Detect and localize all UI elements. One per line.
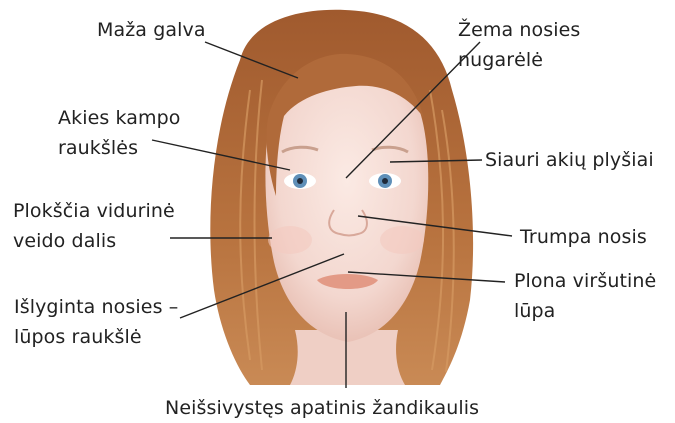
label-underdeveloped-jaw: Neišsivystęs apatinis žandikaulis (165, 393, 479, 423)
label-smooth-philtrum: Išlyginta nosies – lūpos raukšlė (14, 292, 178, 352)
label-epicanthal-folds: Akies kampo raukšlės (58, 103, 181, 163)
label-short-nose: Trumpa nosis (520, 222, 647, 252)
label-flat-midface: Plokščia vidurinė veido dalis (13, 196, 175, 256)
label-thin-upper-lip: Plona viršutinė lūpa (514, 266, 656, 326)
label-small-head: Maža galva (97, 15, 206, 45)
label-narrow-palpebral-fissures: Siauri akių plyšiai (485, 145, 654, 175)
label-low-nasal-bridge: Žema nosies nugarėlė (458, 15, 580, 75)
